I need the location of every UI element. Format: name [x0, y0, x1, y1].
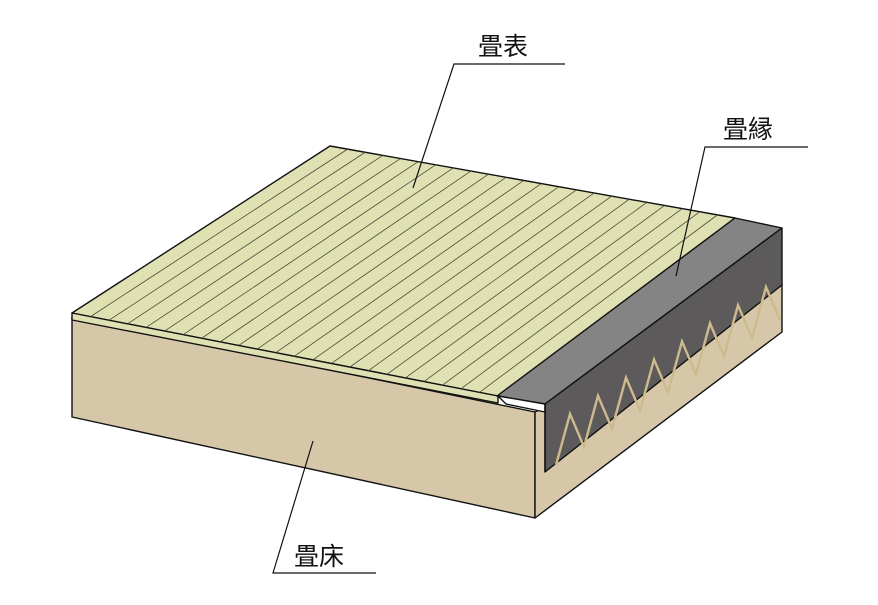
weave-line: [164, 161, 419, 332]
leader-line-tatami-doko: [272, 440, 376, 574]
weave-line: [182, 164, 436, 335]
weave-line: [275, 180, 524, 354]
weave-line: [294, 183, 542, 357]
tatami-beri-stitch: [554, 283, 782, 466]
weave-line: [201, 167, 454, 339]
weave-line: [219, 170, 472, 343]
weave-line: [90, 148, 348, 317]
weave-line: [442, 208, 683, 386]
weave-line: [386, 198, 630, 375]
weave-line: [145, 158, 401, 328]
weave-line: [238, 173, 489, 346]
label-tatami-omote: 畳表: [478, 32, 528, 61]
label-tatami-doko: 畳床: [294, 542, 344, 571]
weave-line: [312, 186, 560, 361]
weave-line: [127, 155, 384, 325]
label-tatami-beri: 畳縁: [723, 115, 773, 144]
weave-line: [479, 214, 718, 393]
leader-line-tatami-omote: [412, 63, 565, 189]
leader-line-tatami-beri: [675, 146, 808, 277]
weave-line: [405, 202, 648, 379]
weave-line: [460, 211, 701, 390]
weave-line: [256, 176, 507, 350]
weave-line: [331, 189, 577, 364]
weave-line: [108, 151, 366, 321]
weave-line: [368, 195, 612, 372]
weave-line: [349, 192, 595, 368]
tatami-omote-weave-lines: [90, 148, 718, 393]
tatami-omote-front-lip: [71, 312, 499, 404]
weave-line: [423, 205, 665, 382]
